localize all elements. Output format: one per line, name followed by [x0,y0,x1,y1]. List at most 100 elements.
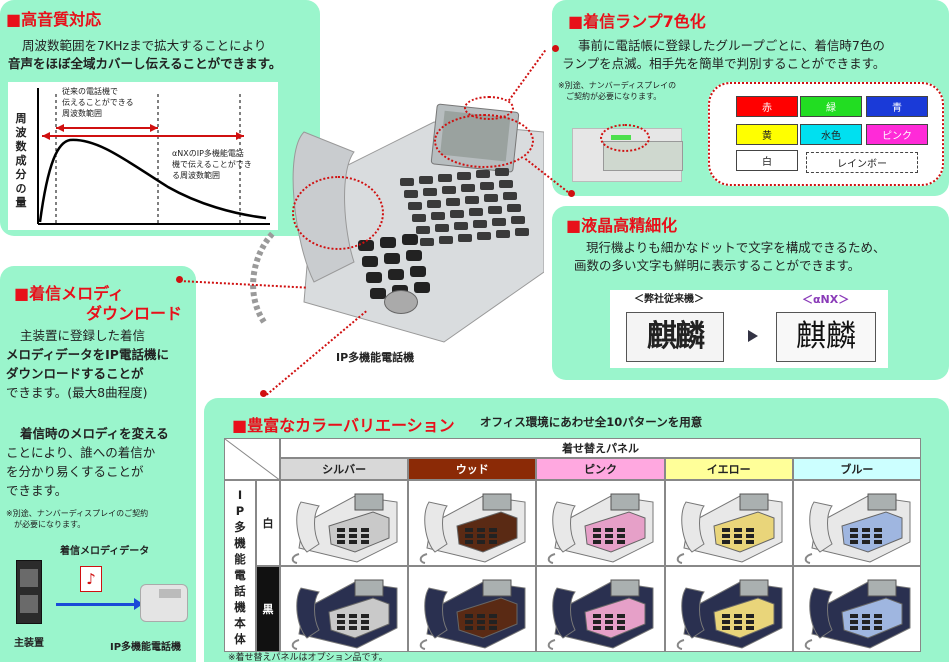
phone-variation-cell [280,566,409,652]
phone-key [503,192,517,200]
phone-key [457,172,471,180]
phone-key [423,188,437,196]
table-diagonal-svg [224,438,282,482]
audio-quality-text-2: 音声をほぼ全域カバーし伝えることができます。 [8,56,282,71]
phone-key [484,194,498,202]
frequency-ylabel: 周波数成分の量 [14,112,28,210]
melody-note: ※別途、ナンバーディスプレイのご契約 が必要になります。 [6,509,149,529]
nav-key [384,290,418,314]
phone-key [473,220,487,228]
ylabel-char: 数 [15,140,27,153]
phone-key [477,232,491,240]
melody-paragraph-1: 主装置に登録した着信メロディデータをIP電話機にダウンロードすることができます。… [6,326,194,402]
old-lcd-sample: 麒麟 [626,312,724,362]
lamp-color-swatch: 緑 [800,96,862,117]
phone-variation-cell [664,480,793,566]
download-arrow-head [134,598,143,610]
main-unit-slot [20,595,38,613]
lamp-color-swatch: ピンク [866,124,928,145]
phone-key [450,210,464,218]
music-note-icon: ♪ [80,566,102,592]
lamp-note: ※別途、ナンバーディスプレイの ご契約が必要になります。 [558,81,677,101]
lamp-color-swatch: 水色 [800,124,862,145]
ylabel-char: 分 [15,168,27,181]
phone-variation-cell [792,480,921,566]
dial-key [406,250,422,261]
phone-variation-cell [536,566,665,652]
phone-key [438,174,452,182]
variation-phone-icon [291,579,398,650]
lamp-text-1: 事前に電話帳に登録したグループごとに、着信時7色の [578,38,885,53]
phone-key [511,216,525,224]
melody-line: できます。 [6,483,68,498]
column-header: シルバー [280,458,409,480]
phone-key [465,196,479,204]
arrow-right-icon [748,330,758,342]
variation-phone-icon [291,493,398,564]
melody-line: できます。(最大8曲程度) [6,385,148,400]
lamp-color-swatch: レインボー [806,152,918,173]
phone-variation-cell [536,480,665,566]
dial-key [410,266,426,277]
dial-key [366,272,382,283]
phone-key [454,222,468,230]
audio-quality-title: ■高音質対応 [6,10,102,29]
variation-phone-icon [804,579,911,650]
panel-header: 着せ替えパネル [280,438,921,458]
row-header-char: 機 [234,536,246,550]
phone-key [461,184,475,192]
row-header-char: P [235,504,245,518]
phone-variation-cell [280,480,409,566]
lamp-color-swatch: 赤 [736,96,798,117]
frequency-curve-svg [37,88,270,225]
dial-key [358,240,374,251]
phone-variation-cell [792,566,921,652]
phone-key [412,214,426,222]
new-lcd-label: ＜αNX＞ [802,293,850,306]
phone-key [499,180,513,188]
column-header: ウッド [408,458,537,480]
main-unit-label: 主装置 [14,638,44,649]
melody-line: ダウンロードすることが [6,366,144,381]
phone-key [420,238,434,246]
connector-color-end [260,390,267,397]
small-phone-image [140,584,188,622]
phone-key [492,218,506,226]
melody-line: 主装置に登録した着信 [20,328,146,343]
variation-phone-icon [548,493,654,564]
connector-melody-end [176,276,183,283]
row-header-char: 能 [234,552,246,566]
row-header-char: I [237,488,243,502]
phone-key [469,208,483,216]
main-unit-slot [20,569,38,587]
row-header-char: 多 [234,520,246,534]
ip-phone-label-small: IP多機能電話機 [110,642,182,653]
phone-key [442,186,456,194]
ylabel-char: 量 [15,196,27,209]
phone-key [431,212,445,220]
lamp-color-swatch: 青 [866,96,928,117]
variation-phone-icon [676,579,783,650]
melody-line: ことにより、誰への着信か [6,445,156,460]
column-header: ピンク [536,458,665,480]
dial-key [414,282,430,293]
variation-phone-icon [548,579,654,650]
phone-variation-cell [664,566,793,652]
dial-key [362,256,378,267]
lamp-text-2: ランプを点滅。相手先を簡単で判別することができます。 [562,56,886,71]
dial-key [384,253,400,264]
column-header: ブルー [792,458,921,480]
new-lcd-sample: 麒麟 [776,312,876,362]
phone-variation-cell [408,480,537,566]
ylabel-char: 成 [15,154,27,167]
row-label: 白 [256,480,280,566]
phone-key [400,178,414,186]
row-header-char: 電 [234,568,246,582]
melody-paragraph-2: 着信時のメロディを変えることにより、誰への着信かを分かり易くすることができます。 [6,424,194,500]
phone-label: IP多機能電話機 [336,351,415,364]
lcd-ellipse [434,114,534,168]
ylabel-char: 周 [15,112,27,125]
lamp-highlight-ellipse [600,124,650,152]
dial-key [380,237,396,248]
